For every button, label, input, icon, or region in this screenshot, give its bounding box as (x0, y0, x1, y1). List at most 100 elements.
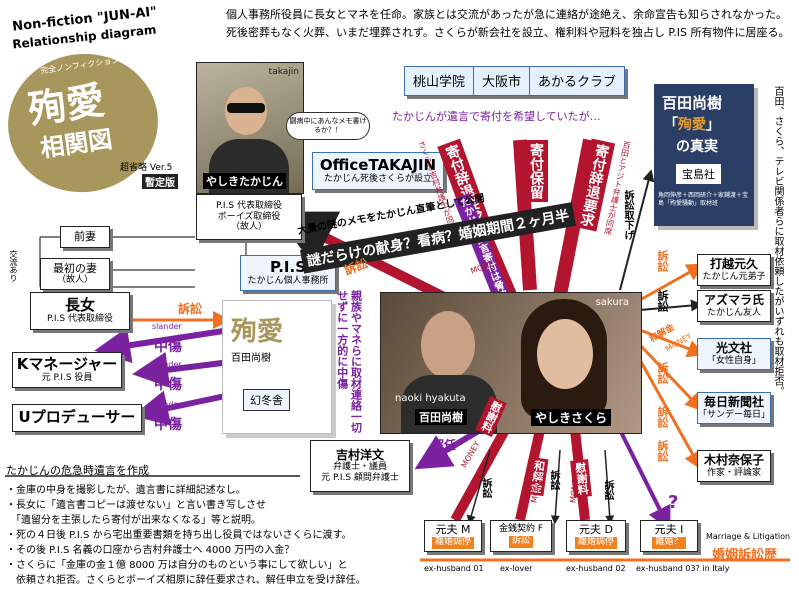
dismiss-label: 解任 (432, 438, 457, 452)
right-book-title: 百田尚樹 (662, 94, 723, 112)
takajin-name-tag: やしきたかじん (203, 173, 286, 189)
recipient-momoyama: 桃山学院 (405, 67, 475, 95)
right-person-4-sub: 「サンデー毎日」 (698, 409, 771, 420)
coverage-note: 親族やマネらに取材連絡一切せずに一方的に中傷 (335, 290, 363, 433)
slander-arrow-u (132, 390, 231, 426)
right-person-3-sub: 「女性自身」 (706, 355, 761, 366)
right-book-cover: 百田尚樹 「殉愛」 の真実 宝島社 角岡伸彦＋西岡研介＋家鋪渡＋宝島「殉愛騒動」… (654, 84, 754, 226)
ex-arrow-i (618, 429, 671, 531)
book-cover: 殉愛 百田尚樹 幻冬舎 (222, 300, 332, 434)
wish-note: たかじんが遺言で寄付を希望していたが… (392, 110, 601, 123)
slander-arrow-k (132, 351, 231, 388)
version-label: 超省略 Ver.5 (120, 163, 173, 173)
right-lawsuit-label-4: 訴訟 (656, 406, 669, 428)
sakura-face (537, 319, 593, 389)
ex-i-caption: ex-husband 03? in Italy (636, 564, 730, 573)
lawyer-box: 吉村洋文 弁護士・議員 元 P.I.S 顧問弁護士 (310, 440, 410, 492)
subtitle-open: 「 (664, 117, 678, 133)
hyakuta-face (421, 311, 475, 379)
slander-arrow-daughter (94, 327, 231, 364)
daughter-role: P.I.S 代表取締役 (47, 314, 113, 325)
center-photo: naoki hyakuta 百田尚樹 sakura やしきさくら (380, 292, 642, 434)
sakura-name-tag: やしきさくら (531, 409, 612, 426)
notes-item-4: ・死の４日後 P.I.S から宅出重要書類を持ち出し役員ではないさくらに渡す。 (6, 530, 352, 541)
office-takajin-note: たかじん死後さくらが設立 (323, 174, 432, 185)
right-person-5-name: 木村奈保子 (703, 453, 764, 468)
provisional-badge: 暫定版 (142, 174, 178, 189)
daughter-name: 長女 (64, 295, 95, 314)
right-person-4: 毎日新聞社 「サンデー毎日」 (697, 392, 771, 424)
takajin-photo-label: takajin (268, 67, 299, 77)
ex-d-name: 元夫 D (579, 523, 613, 537)
notes-title: たかじんの危急時遺言を作成 (6, 464, 149, 477)
ex-d-caption: ex-husband 02 (566, 564, 626, 573)
lawsuit-arrow-1 (639, 263, 705, 302)
right-book-authors: 角岡伸彦＋西岡研介＋家鋪渡＋宝島「殉愛騒動」取材班 (658, 192, 749, 207)
lawsuit-arrow-4 (638, 343, 704, 412)
subtitle-close: 」 (706, 117, 720, 133)
notes-block: たかじんの危急時遺言を作成 ・金庫の中身を撮影したが、遺言書に詳細記述なし。 ・… (6, 462, 416, 586)
book-author: 百田尚樹 (231, 353, 271, 364)
notes-item-3: 「遺留分を主張したら寄付が出来なくなる」等と説明。 (6, 515, 261, 526)
recipient-osaka-city: 大阪市 (474, 67, 531, 95)
book-title: 殉愛 (231, 317, 284, 347)
ex-arrow-m (450, 427, 510, 523)
notes-item-5: ・その後 P.I.S 名義の口座から吉村弁護士へ 4000 万円の入金？ (6, 545, 295, 556)
lawsuit-label-m: 訴訟 (480, 478, 491, 498)
right-book-subtitle: 「殉愛」 (664, 114, 720, 134)
right-person-2-sub: たかじん友人 (706, 307, 761, 318)
ex-i-name: 元夫 I (654, 523, 684, 537)
pis-note: たかじん個人事務所 (247, 276, 329, 287)
ex-m-status: 離婚調停 (431, 537, 474, 549)
marriage-en: Marriage & Litigation (706, 532, 791, 541)
right-person-1-sub: たかじん元弟子 (702, 271, 766, 282)
right-person-1: 打越元久 たかじん元弟子 (697, 254, 771, 286)
former-wife-label: 前妻 (74, 230, 96, 244)
first-wife-note: （故人） (56, 275, 93, 286)
slander-label-2: slander (152, 360, 182, 369)
marriage-jp: 婚姻訴訟歴 (712, 548, 778, 563)
header-summary-1: 個人事務所役員に長女とマネを任命。家族とは交流があったが急に連絡が途絶え、余命宣… (226, 8, 787, 21)
right-lawsuit-label-5: 訴訟 (656, 440, 669, 462)
header-summary-2: 死後密葬もなく火葬、いまだ埋葬されず。さくらが新会社を設立、権利料や冠料を独占し… (226, 26, 790, 39)
right-person-4-name: 毎日新聞社 (703, 395, 764, 410)
right-person-3-name: 光文社 (715, 341, 752, 356)
right-person-1-name: 打越元久 (709, 257, 758, 272)
slander-label-1: slander (152, 322, 182, 331)
lawsuit-label-d: 訴訟 (602, 480, 613, 500)
pis-box: P.I.S たかじん個人事務所 (240, 255, 336, 291)
defame-label-2: 中傷 (154, 377, 182, 393)
right-person-2-name: アズマラ氏 (703, 293, 764, 308)
takajin-role-box: P.I.S 代表取締役 ボーイズ取締役 （故人） (196, 194, 302, 240)
lawsuit-arrow-m (466, 449, 491, 525)
first-wife-box: 最初の妻 （故人） (40, 258, 110, 290)
lawyer-name: 吉村洋文 (335, 448, 384, 462)
right-lawsuit-label-1: 訴訟 (656, 250, 669, 272)
slander-label-3: slander (152, 400, 182, 409)
notes-item-2: ・長女に「遺言書コピーは渡せない」と言い書き写しさせ (6, 500, 266, 511)
k-manager-name: Kマネージャー (16, 354, 118, 373)
ex-i-status: 離婚？ (652, 537, 686, 549)
lawyer-sub-1: 弁護士・議員 (332, 462, 387, 473)
ex-f-box: 金銭契約 F 訴訟 (490, 520, 552, 552)
ex-m-box: 元夫 M 離婚調停 (424, 520, 482, 552)
recipient-row: 桃山学院 大阪市 あかるクラブ (404, 66, 626, 96)
hyakuta-photo-label: naoki hyakuta (395, 393, 466, 404)
ex-m-caption: ex-husband 01 (424, 564, 484, 573)
takajin-role-3: （故人） (230, 222, 267, 233)
daughter-box: 長女 P.I.S 代表取締役 (30, 292, 130, 330)
first-wife-label: 最初の妻 (53, 262, 97, 275)
u-producer-box: Uプロデューサー (12, 404, 142, 432)
takajin-sunglasses (227, 103, 265, 113)
lawsuit-arrow-d (604, 449, 615, 525)
ex-f-caption: ex-lover (500, 564, 533, 573)
right-note: 百田、さくら、テレビ関係者らに取材依頼したがいずれも取材拒否。 (772, 86, 783, 396)
u-producer-name: Uプロデューサー (18, 408, 136, 427)
hyakuta-name-tag: 百田尚樹 (415, 409, 467, 425)
subtitle-main: 殉愛 (678, 117, 706, 133)
lawsuit-label-f: 訴訟 (548, 470, 559, 490)
right-lawsuit-label-2: 訴訟 (656, 290, 669, 312)
daughter-lawsuit-label: 訴訟 (178, 302, 203, 316)
exchange-note: 交流あり (9, 250, 18, 282)
notes-item-7: 依頼され拒否。さくらとボーイズ相原に辞任要求され、解任申立を受け辞任。 (6, 575, 366, 586)
